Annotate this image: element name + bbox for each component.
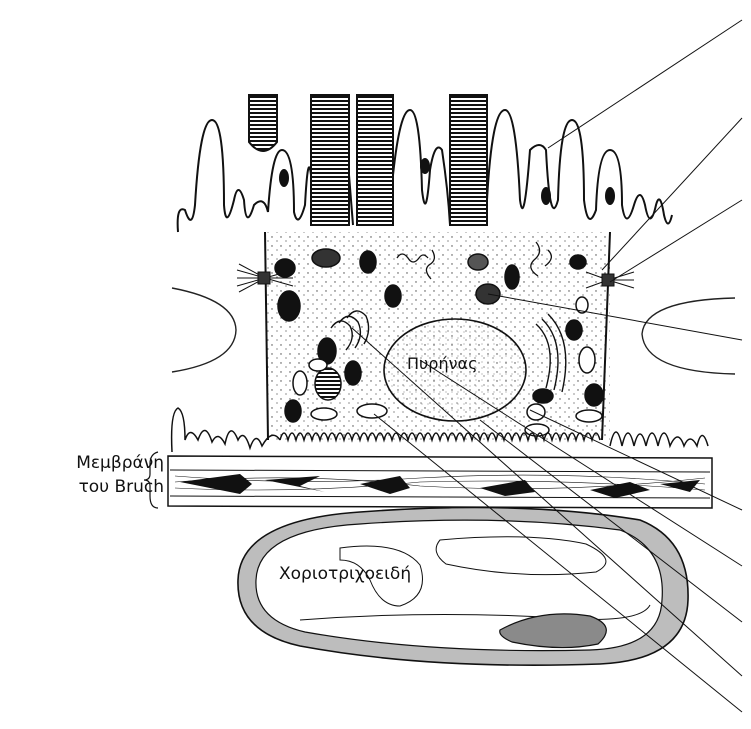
neighbor-cell-left <box>172 288 236 372</box>
nucleus-label: Πυρήνας <box>407 354 477 373</box>
outer-segment-4 <box>450 95 487 225</box>
bruch-membrane-label-line2: του Bruch <box>8 477 164 497</box>
callout-line-3 <box>610 200 742 282</box>
callout-line-2 <box>602 118 742 270</box>
photoreceptor-outer-segments <box>249 95 487 225</box>
outer-segment-3 <box>357 95 393 225</box>
callout-line-1 <box>548 20 742 148</box>
bruch-membrane-layer <box>168 456 712 508</box>
bruch-membrane-label-line1: Μεμβράνη <box>8 453 164 473</box>
choriocapillaris-label: Χοριοτριχοειδή <box>279 564 411 584</box>
outer-segment-1 <box>249 95 277 151</box>
choriocapillaris-vessel <box>238 508 688 666</box>
outer-segment-2 <box>311 95 349 225</box>
